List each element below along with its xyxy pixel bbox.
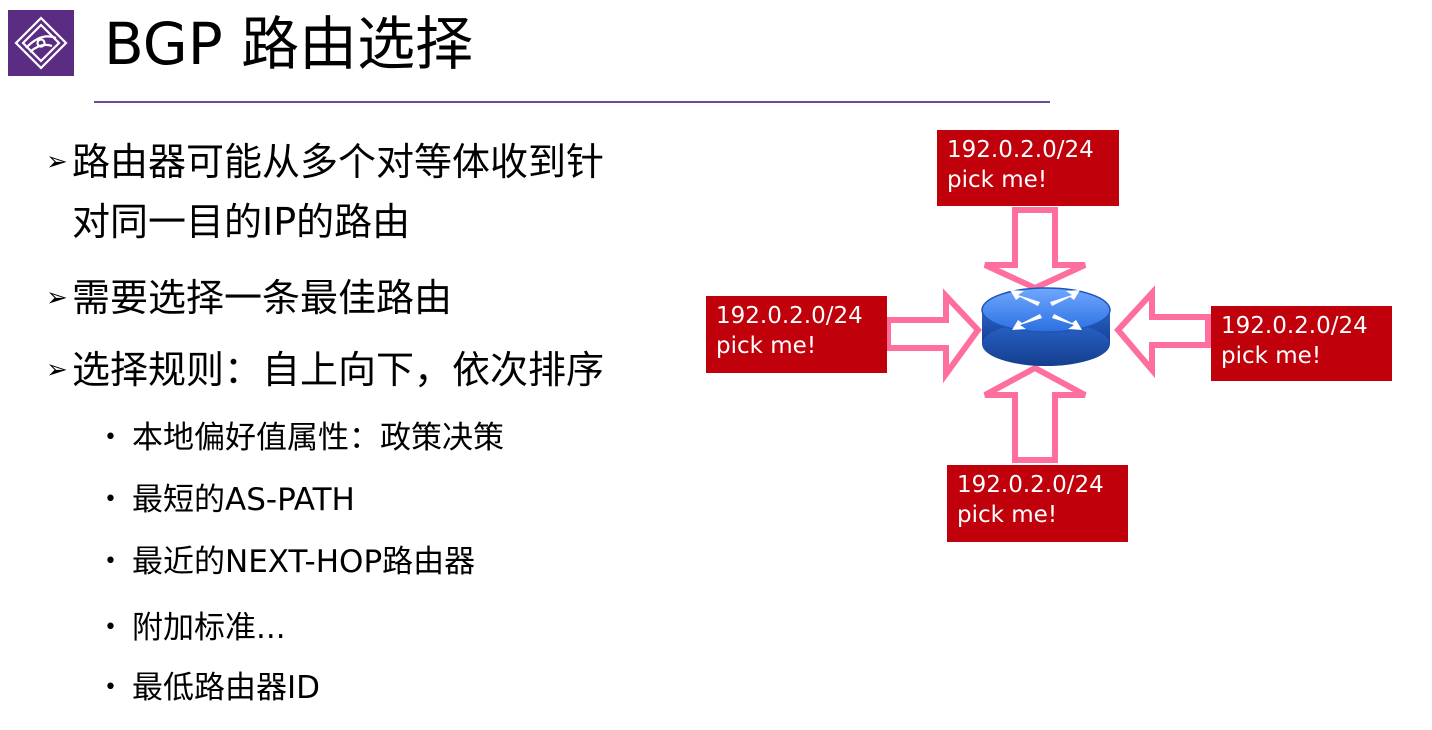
- arrow-from-top: [983, 207, 1087, 292]
- logo-icon: [14, 16, 68, 70]
- bullet-2-text: 需要选择一条最佳路由: [72, 276, 453, 320]
- route-prefix: 192.0.2.0/24: [957, 472, 1104, 498]
- route-text: pick me!: [1221, 343, 1322, 369]
- logo: [8, 10, 74, 76]
- bullet-3-text: 选择规则：自上向下，依次排序: [72, 348, 605, 392]
- rule-item-text: 本地偏好值属性：政策决策: [132, 420, 504, 456]
- page-title: BGP 路由选择: [104, 10, 474, 78]
- bullet-arrow-icon: ➢: [46, 147, 68, 177]
- route-text: pick me!: [957, 502, 1058, 528]
- bullet-dot-icon: •: [104, 487, 117, 512]
- router-icon: [981, 287, 1111, 366]
- route-label-top: 192.0.2.0/24 pick me!: [937, 130, 1119, 206]
- rule-item-text: 最短的AS-PATH: [132, 482, 355, 518]
- arrow-from-bottom: [983, 364, 1087, 463]
- route-label-left: 192.0.2.0/24 pick me!: [706, 296, 887, 373]
- bullet-dot-icon: •: [104, 615, 117, 640]
- bullet-arrow-icon: ➢: [46, 355, 68, 385]
- route-text: pick me!: [947, 167, 1048, 193]
- rule-item-text: 最低路由器ID: [132, 670, 321, 706]
- bullet-dot-icon: •: [104, 675, 117, 700]
- bullet-1-line-2: 对同一目的IP的路由: [72, 200, 411, 244]
- rule-item-text: 附加标准...: [132, 610, 286, 646]
- route-label-bottom: 192.0.2.0/24 pick me!: [947, 465, 1128, 542]
- route-selection-diagram: 192.0.2.0/24 pick me! 192.0.2.0/24 pick …: [700, 120, 1400, 550]
- arrow-from-right: [1113, 285, 1211, 379]
- bullet-1-line-1: 路由器可能从多个对等体收到针: [72, 140, 605, 184]
- title-divider: [94, 101, 1050, 103]
- rule-item-text: 最近的NEXT-HOP路由器: [132, 544, 476, 580]
- route-prefix: 192.0.2.0/24: [1221, 313, 1368, 339]
- route-label-right: 192.0.2.0/24 pick me!: [1211, 306, 1392, 381]
- bullet-dot-icon: •: [104, 549, 117, 574]
- arrow-from-left: [885, 288, 982, 384]
- route-text: pick me!: [716, 333, 817, 359]
- route-prefix: 192.0.2.0/24: [716, 303, 863, 329]
- route-prefix: 192.0.2.0/24: [947, 137, 1094, 163]
- diagram-canvas: [885, 207, 1211, 463]
- bullet-arrow-icon: ➢: [46, 283, 68, 313]
- bullet-dot-icon: •: [104, 425, 117, 450]
